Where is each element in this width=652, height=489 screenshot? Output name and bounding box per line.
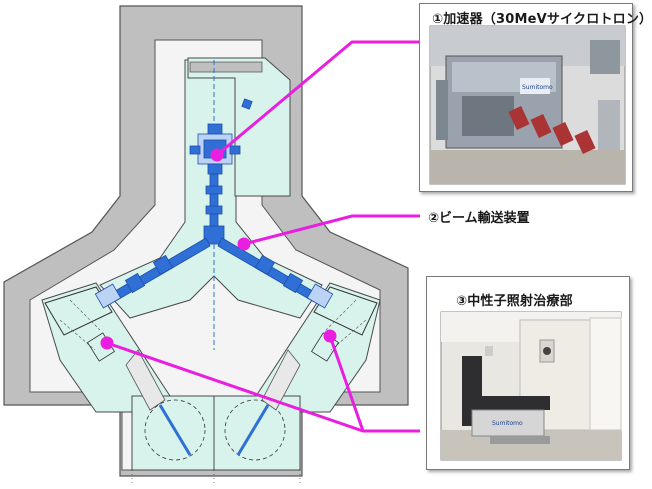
accelerator-photo: Sumitomo [429,25,626,185]
shield-block [189,61,263,73]
bed-badge: Sumitomo [492,420,523,427]
grid-markers [131,470,301,486]
therapy-room-callout [426,276,630,470]
beamline [94,98,334,309]
facility-diagram: Sumitomo Sumitomo [3,5,626,486]
beam-transport-label: ②ビーム輸送装置 [428,211,530,226]
accelerator-badge: Sumitomo [522,84,553,91]
vault-upper [187,57,291,197]
floor-plan [3,5,409,486]
irradiation-rooms-lower [125,349,301,471]
cyclotron [189,98,253,175]
leader-lines [100,40,420,433]
therapy-room-photo: Sumitomo [440,311,622,461]
therapy-room-label: ③中性子照射治療部 [456,294,573,309]
accelerator-label: ①加速器（30MeVサイクロトロン） [432,12,652,27]
accelerator-callout [419,3,633,192]
